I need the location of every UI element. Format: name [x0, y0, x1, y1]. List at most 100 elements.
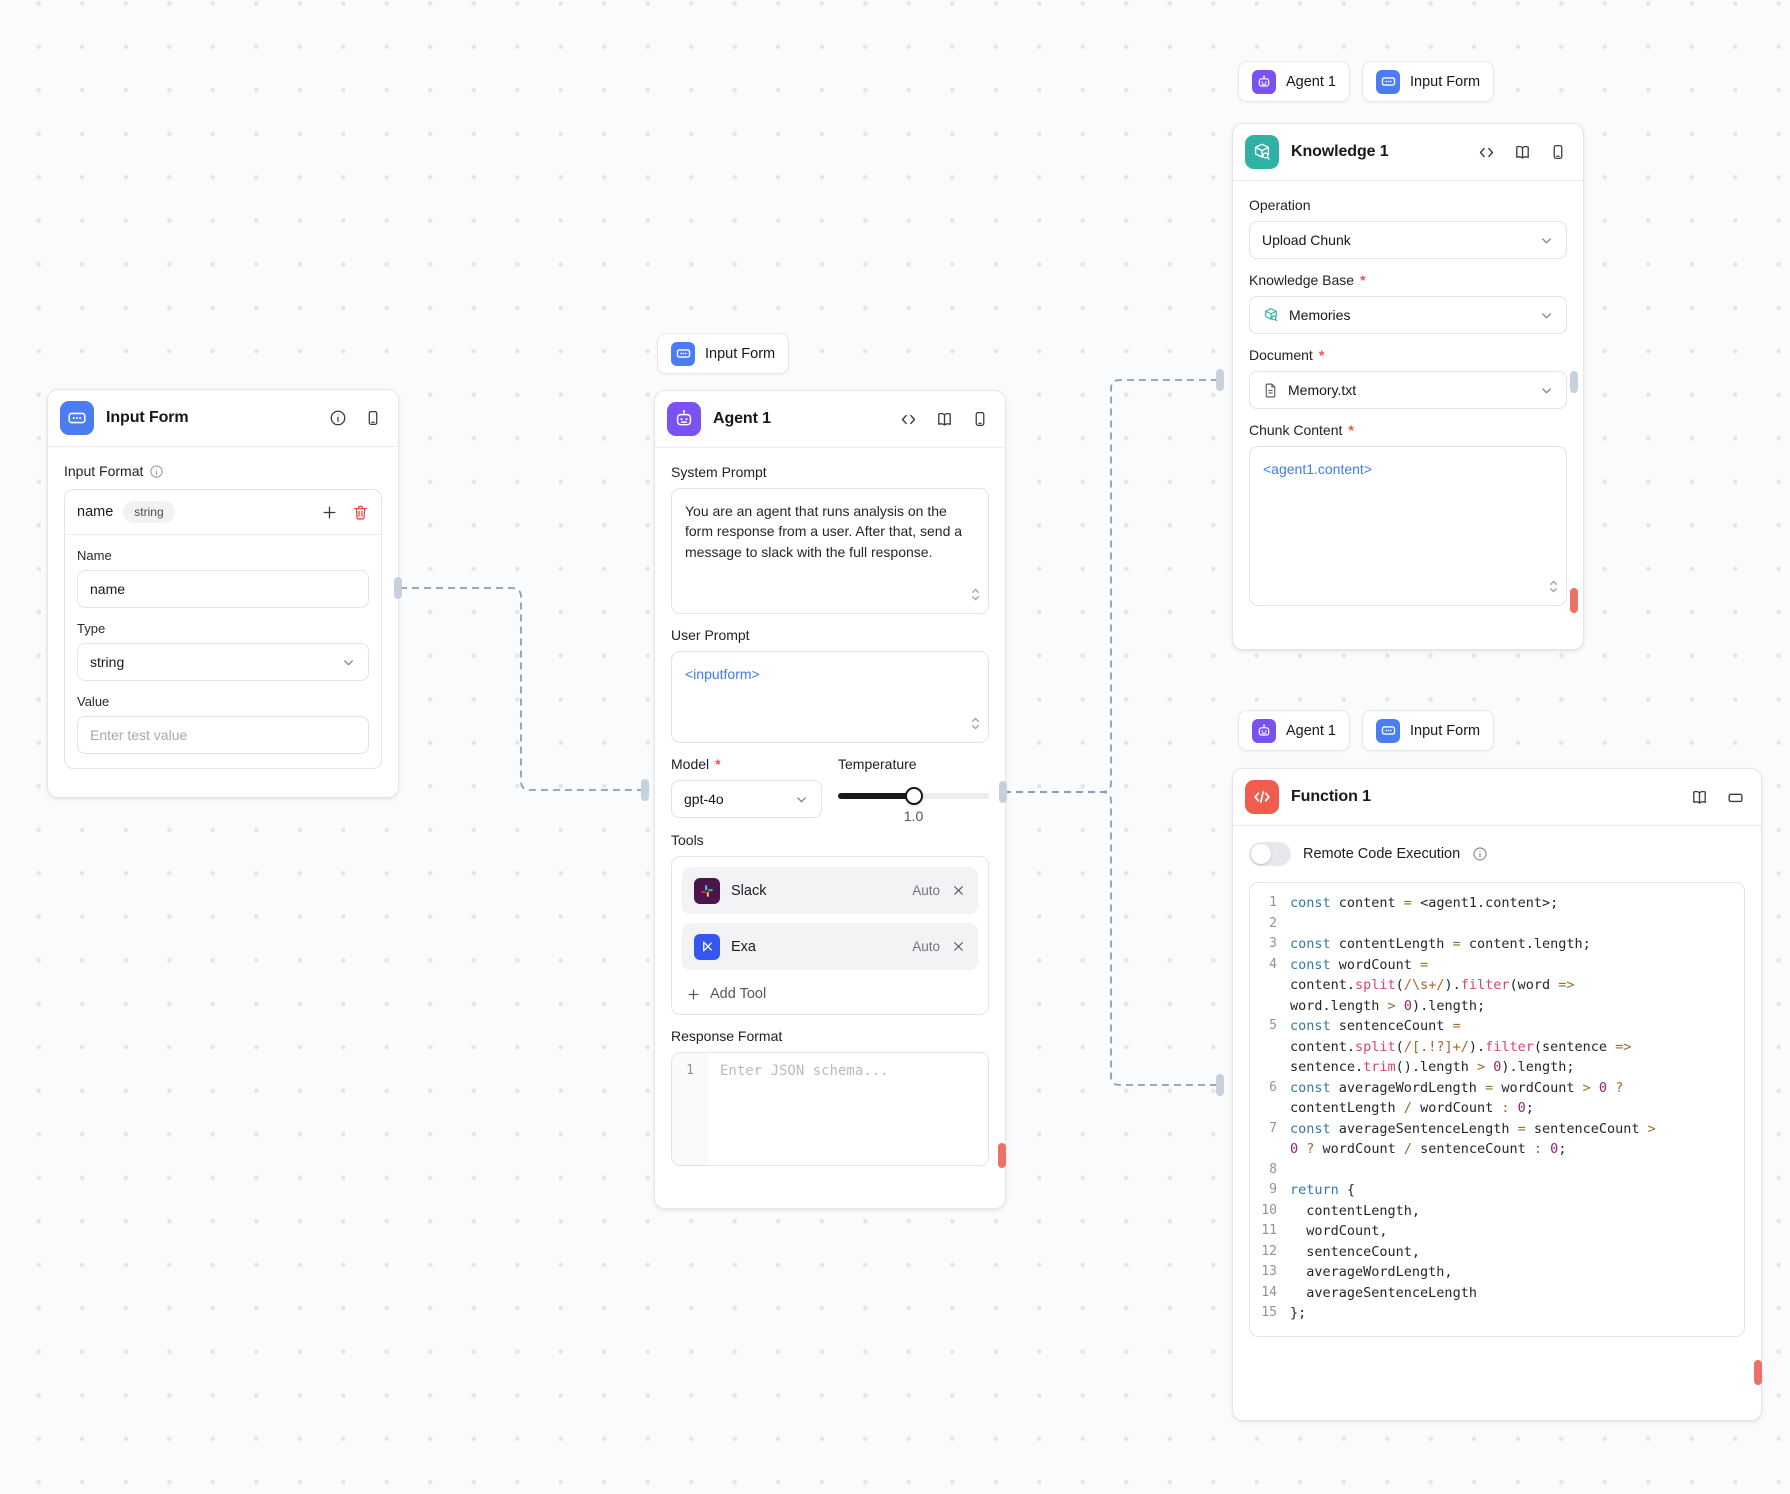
code-text[interactable]: };	[1290, 1305, 1307, 1321]
phone-icon[interactable]	[971, 410, 989, 428]
memories-cube-icon	[1265, 308, 1278, 322]
code-text[interactable]: const wordCount = content.split(/\s+/).f…	[1290, 956, 1575, 1014]
phone-icon[interactable]	[364, 409, 382, 427]
book-icon[interactable]	[1513, 143, 1532, 162]
node-knowledge[interactable]: Knowledge 1 Operation Upload Chunk Knowl…	[1232, 123, 1584, 650]
input-form-header: Input Form	[48, 390, 398, 446]
line-number: 10	[1261, 1202, 1277, 1218]
remove-tool-icon[interactable]	[951, 939, 966, 954]
user-prompt-textarea[interactable]: <inputform>	[671, 651, 989, 743]
code-text[interactable]: const contentLength = content.length;	[1290, 936, 1591, 952]
code-text[interactable]	[1290, 1160, 1736, 1181]
line-number: 3	[1269, 936, 1277, 951]
code-text[interactable]: averageSentenceLength	[1290, 1284, 1477, 1301]
remote-code-toggle[interactable]	[1249, 842, 1291, 866]
port-inputform-output[interactable]	[394, 577, 402, 599]
code-line: 13 averageWordLength,	[1250, 1262, 1736, 1283]
user-prompt-label: User Prompt	[671, 627, 750, 643]
system-prompt-textarea[interactable]: You are an agent that runs analysis on t…	[671, 488, 989, 614]
system-prompt-text: You are an agent that runs analysis on t…	[685, 503, 963, 560]
book-icon[interactable]	[1690, 788, 1709, 807]
value-input[interactable]	[77, 716, 369, 754]
chip-label: Agent 1	[1286, 73, 1336, 90]
node-chip-input-form[interactable]: Input Form	[1362, 61, 1495, 102]
add-tool-button[interactable]: Add Tool	[682, 979, 978, 1004]
response-format-editor[interactable]: 1 Enter JSON schema...	[671, 1052, 989, 1166]
operation-select[interactable]: Upload Chunk	[1249, 221, 1567, 259]
info-icon[interactable]	[149, 464, 164, 479]
knowledge-base-select[interactable]: Memories	[1249, 296, 1567, 334]
node-chip-input-form[interactable]: Input Form	[657, 333, 790, 374]
code-icon[interactable]	[1477, 143, 1496, 162]
temperature-slider[interactable]: 1.0	[838, 780, 989, 824]
add-field-icon[interactable]	[321, 504, 338, 521]
input-form-icon	[60, 401, 94, 435]
code-text[interactable]: contentLength,	[1290, 1202, 1421, 1219]
robot-icon	[667, 402, 701, 436]
node-chip-input-form[interactable]: Input Form	[1362, 710, 1495, 751]
port-agent-response-red[interactable]	[998, 1143, 1006, 1168]
info-icon[interactable]	[1472, 846, 1488, 862]
wire-agent-to-knowledge[interactable]	[1004, 379, 1218, 793]
slider-knob[interactable]	[904, 787, 923, 805]
node-chip-agent[interactable]: Agent 1	[1238, 710, 1350, 751]
code-text[interactable]: const averageSentenceLength = sentenceCo…	[1290, 1120, 1656, 1158]
node-agent[interactable]: Agent 1 System Prompt You are an agent t…	[654, 390, 1006, 1209]
code-text[interactable]: return {	[1290, 1182, 1356, 1198]
divider	[655, 447, 1005, 448]
line-number: 11	[1261, 1223, 1277, 1238]
port-knowledge-output[interactable]	[1570, 371, 1578, 393]
tool-mode[interactable]: Auto	[912, 939, 940, 954]
chunk-content-textarea[interactable]: <agent1.content>	[1249, 446, 1567, 606]
remote-code-label: Remote Code Execution	[1303, 846, 1461, 862]
code-text[interactable]: averageWordLength,	[1290, 1264, 1453, 1280]
node-input-form[interactable]: Input Form Input Format name string Name	[47, 389, 399, 798]
name-label: Name	[77, 548, 112, 563]
line-number: 13	[1261, 1264, 1277, 1279]
remove-tool-icon[interactable]	[951, 883, 966, 898]
model-select[interactable]: gpt-4o	[671, 780, 822, 818]
info-icon[interactable]	[329, 409, 347, 427]
temperature-value: 1.0	[903, 808, 924, 824]
code-text[interactable]	[1290, 914, 1736, 935]
port-knowledge-chunk-red[interactable]	[1570, 588, 1578, 613]
code-text[interactable]: const sentenceCount = content.split(/[.!…	[1290, 1018, 1632, 1075]
code-text[interactable]: const content = <agent1.content>;	[1290, 895, 1559, 911]
code-line: 15};	[1250, 1303, 1736, 1324]
port-function-input[interactable]	[1216, 1074, 1224, 1096]
code-slash-icon	[1245, 780, 1279, 814]
document-select[interactable]: Memory.txt	[1249, 371, 1567, 409]
resize-grip-icon[interactable]	[970, 715, 981, 735]
port-knowledge-input[interactable]	[1216, 369, 1224, 391]
type-select[interactable]: string	[77, 643, 369, 681]
tool-mode[interactable]: Auto	[912, 883, 940, 898]
book-icon[interactable]	[935, 410, 954, 429]
port-function-output-red[interactable]	[1754, 1360, 1762, 1385]
wire-inputform-to-agent[interactable]	[400, 587, 643, 791]
node-title: Knowledge 1	[1291, 143, 1389, 160]
wire-agent-to-function[interactable]	[1004, 791, 1218, 1086]
code-icon[interactable]	[899, 410, 918, 429]
panel-icon[interactable]	[1726, 788, 1745, 807]
delete-field-icon[interactable]	[352, 504, 369, 521]
name-input[interactable]	[77, 570, 369, 608]
code-text[interactable]: const averageWordLength = wordCount > 0 …	[1290, 1079, 1624, 1117]
port-agent-input[interactable]	[641, 779, 649, 801]
knowledge-cube-icon	[1245, 135, 1279, 169]
node-chip-agent[interactable]: Agent 1	[1238, 61, 1350, 102]
code-text[interactable]: sentenceCount,	[1290, 1243, 1421, 1260]
phone-icon[interactable]	[1549, 143, 1567, 161]
type-value: string	[90, 654, 125, 670]
code-text[interactable]: wordCount,	[1290, 1223, 1388, 1239]
resize-grip-icon[interactable]	[970, 586, 981, 606]
resize-grip-icon[interactable]	[1548, 578, 1559, 598]
node-title: Agent 1	[713, 410, 771, 427]
port-agent-output[interactable]	[999, 781, 1007, 803]
